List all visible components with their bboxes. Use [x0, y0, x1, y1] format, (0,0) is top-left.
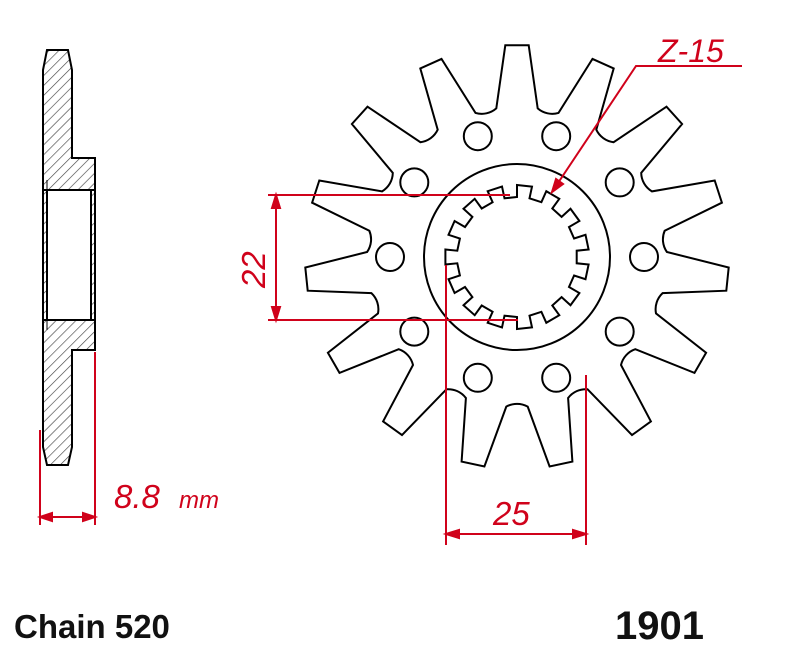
thickness-unit: mm — [179, 487, 219, 514]
bolt-hole — [629, 242, 659, 272]
teeth-count-label: Z-15 — [657, 33, 724, 69]
bolt-holes — [375, 121, 659, 393]
bolt-hole — [604, 167, 635, 198]
thickness-dimension — [36, 352, 99, 525]
part-number: 1901 — [615, 604, 704, 648]
side-view-bore — [46, 189, 92, 321]
spline-width-dimension — [268, 191, 518, 324]
bolt-hole — [375, 242, 405, 272]
teeth-leader — [550, 65, 742, 195]
bolt-hole — [541, 121, 572, 152]
front-view — [304, 44, 730, 468]
bolt-spacing-label: 25 — [492, 495, 530, 532]
side-view — [42, 49, 96, 466]
bolt-hole — [399, 316, 430, 347]
chain-label: Chain 520 — [14, 608, 170, 645]
bolt-hole — [541, 362, 572, 393]
bolt-spacing-dimension — [442, 265, 590, 545]
bolt-hole — [462, 121, 493, 152]
spline-bore — [444, 183, 590, 331]
spline-width-label: 22 — [235, 251, 272, 289]
thickness-value: 8.8 — [114, 478, 161, 515]
hub-circle — [423, 163, 611, 351]
bolt-hole — [399, 167, 430, 198]
bolt-hole — [604, 316, 635, 347]
bolt-hole — [462, 362, 493, 393]
sprocket-outline — [304, 44, 730, 468]
